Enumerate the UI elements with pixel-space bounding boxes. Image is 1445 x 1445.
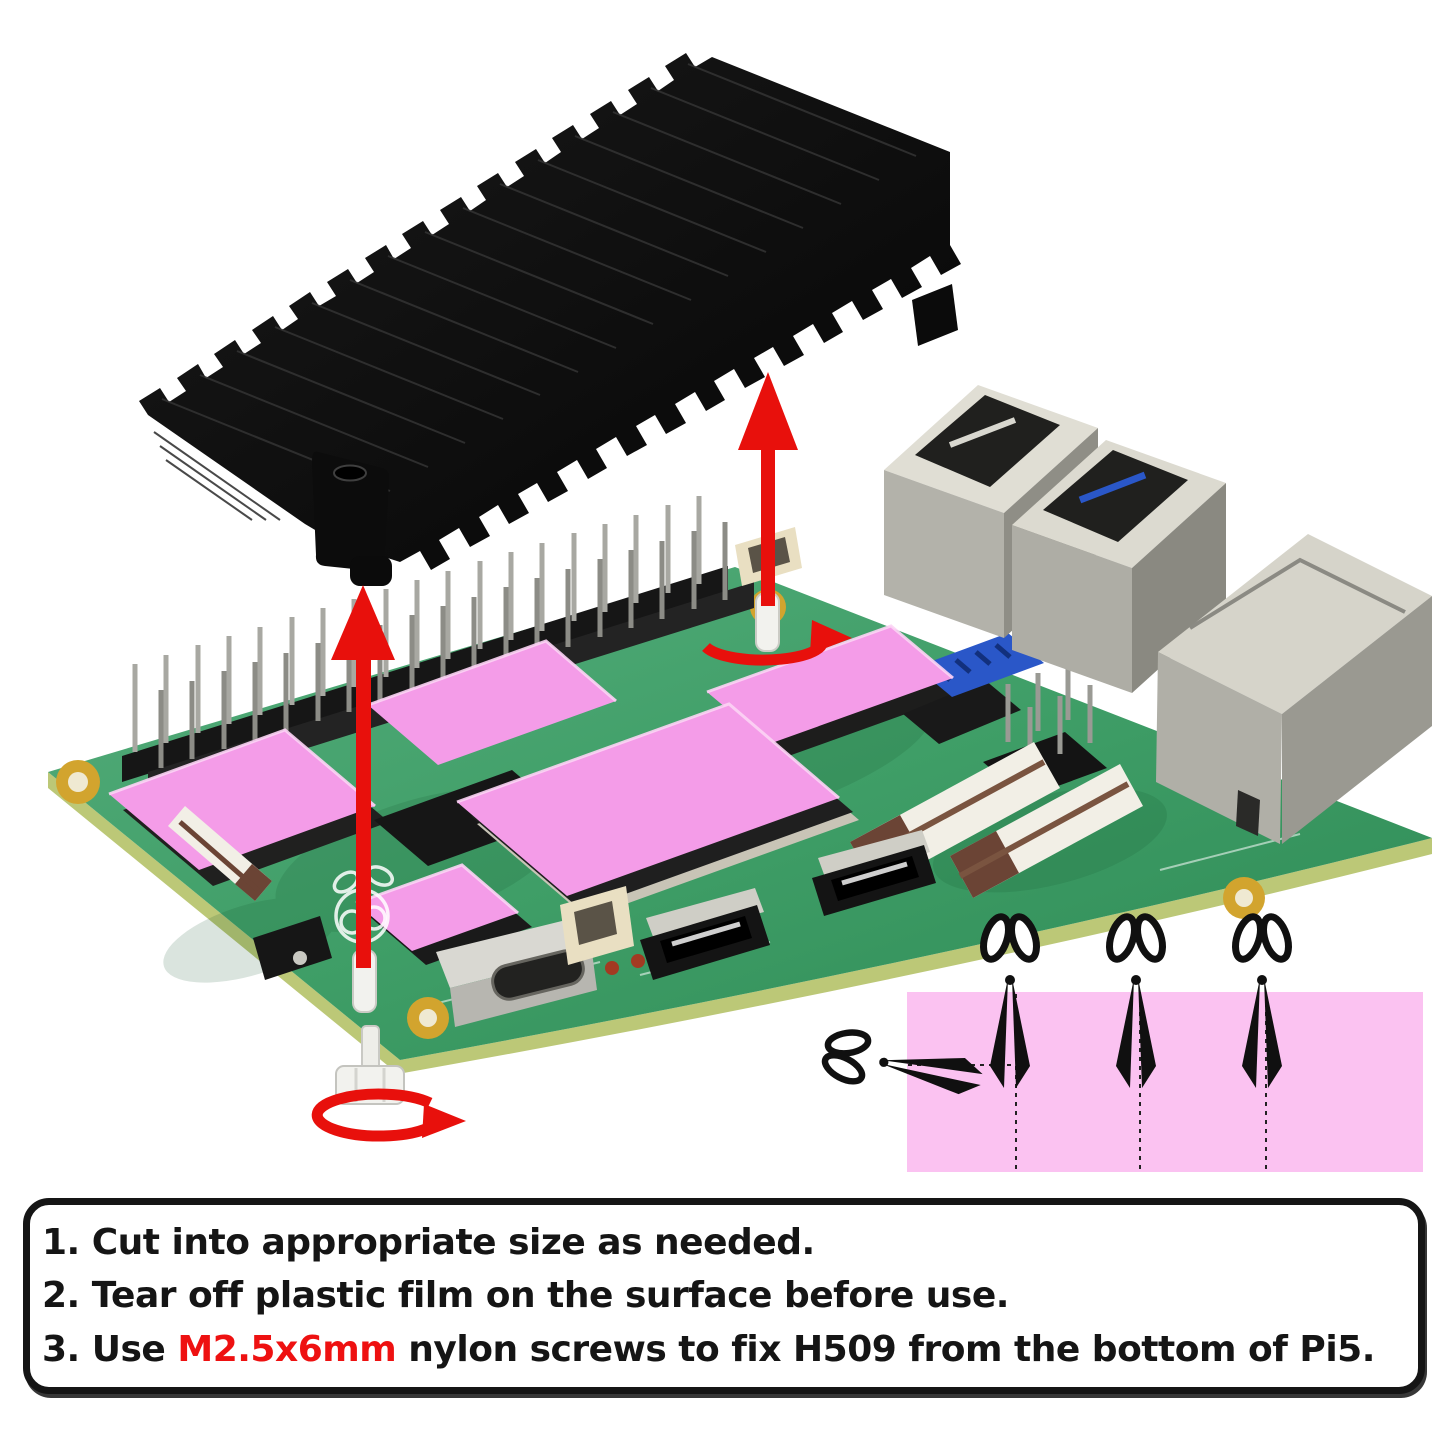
mounting-hole-3 — [1223, 877, 1265, 919]
raspberry-pi-board — [48, 385, 1432, 1074]
mounting-hole-1 — [56, 760, 100, 804]
battery-connector — [560, 886, 634, 965]
hdmi-port-1 — [640, 888, 770, 980]
instruction-line-1: 1. Cut into appropriate size as needed. — [42, 1221, 815, 1263]
thermal-pad-3 — [457, 704, 839, 896]
thermal-pads — [108, 624, 954, 951]
screw-size-highlight: M2.5x6mm — [177, 1328, 397, 1370]
heatsink-body — [139, 53, 961, 570]
mounting-hole-2 — [407, 997, 449, 1039]
instruction-line-3: 3. Use M2.5x6mm nylon screws to fix H509… — [42, 1328, 1375, 1370]
camera-connector — [168, 806, 272, 901]
heatsink — [139, 53, 961, 586]
heatsink-fins — [153, 63, 917, 521]
heatsink-mounting-tab — [312, 284, 958, 586]
usb-port-stack-2 — [1012, 440, 1226, 693]
thermal-pad-1 — [109, 730, 375, 870]
thermal-pad-2 — [368, 641, 616, 765]
display-connector-2 — [950, 764, 1143, 898]
usb-opening-1 — [915, 395, 1060, 487]
usb-c-port — [436, 917, 597, 1027]
instructions-box: 1. Cut into appropriate size as needed. … — [23, 1198, 1425, 1394]
hdmi-port-2 — [812, 830, 936, 916]
power-button — [293, 951, 307, 965]
resistor-dots — [605, 954, 645, 975]
assembly-annotations — [311, 372, 852, 1142]
up-arrow-icon-1 — [331, 585, 395, 968]
cutting-guide — [819, 914, 1423, 1172]
thermal-pad-4 — [707, 626, 953, 744]
rotate-arrow-head-1 — [422, 1104, 466, 1138]
small-chip — [903, 680, 1021, 744]
instruction-line-2: 2. Tear off plastic film on the surface … — [42, 1275, 1009, 1317]
usb-ports — [884, 385, 1226, 693]
usb-port-stack-1 — [884, 385, 1098, 638]
usb-opening-2 — [1043, 450, 1188, 542]
thermal-pad-sheet — [907, 992, 1423, 1172]
heatsink-screw-hole — [333, 464, 367, 482]
rotate-arrow-icon-1 — [311, 1088, 433, 1142]
rotate-arrow-head-2 — [810, 620, 852, 654]
ethernet-port — [1156, 534, 1432, 844]
front-chip — [253, 916, 332, 980]
up-arrow-icon-2 — [738, 372, 798, 606]
thermal-pad-5 — [356, 865, 518, 951]
